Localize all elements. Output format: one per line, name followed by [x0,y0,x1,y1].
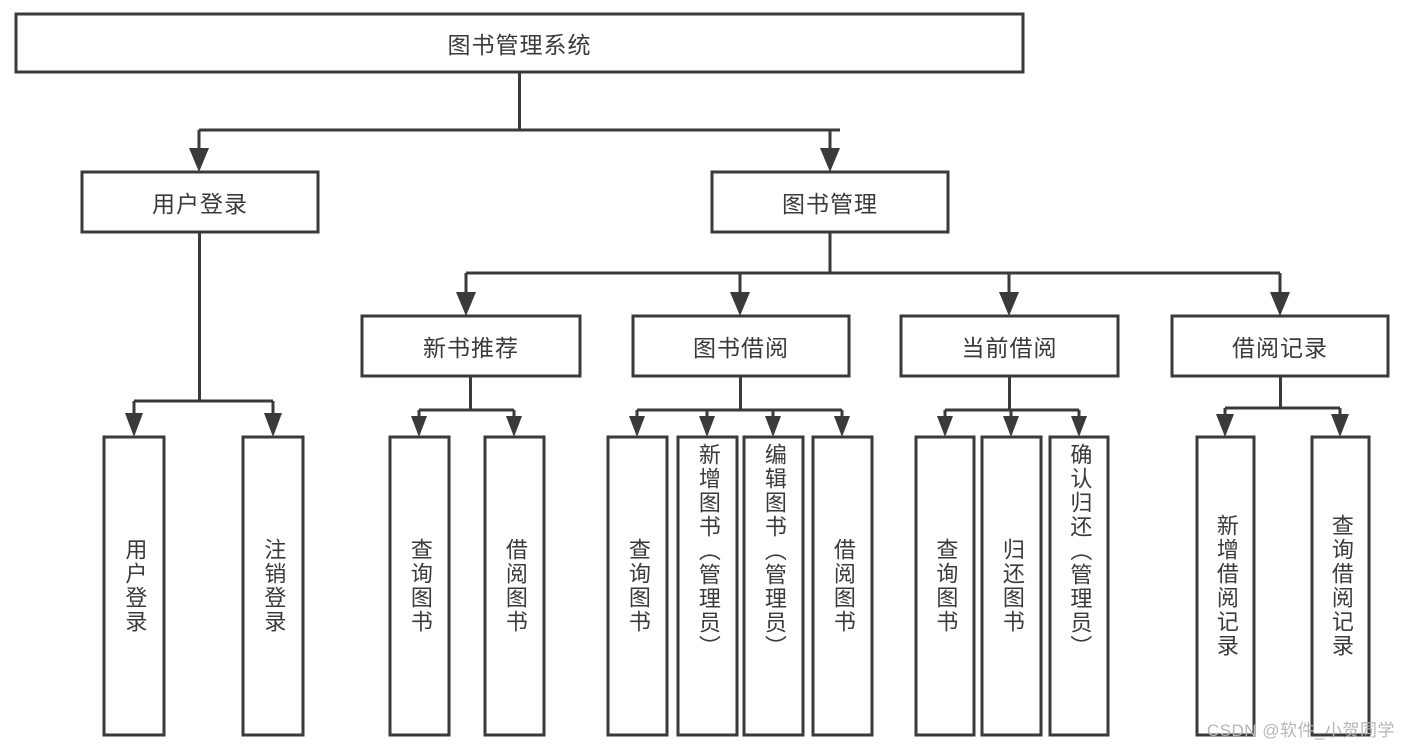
arrow-head-leaf-query-book-1 [411,416,427,437]
arrow-head-new-book-recommend [456,292,476,316]
node-box-leaf-add-record[interactable] [1195,435,1256,737]
node-box-user-login[interactable] [80,170,320,234]
connector-group-current-borrow [937,376,1087,437]
arrow-head-leaf-add-record [1216,414,1234,437]
node-box-current-borrow[interactable] [899,314,1120,378]
arrow-head-leaf-edit-book [765,416,781,437]
arrow-head-user-login [189,148,209,172]
node-box-leaf-return-book[interactable] [980,435,1043,737]
arrow-head-current-borrow [999,292,1019,316]
node-box-leaf-query-record[interactable] [1310,435,1371,737]
node-box-leaf-borrow-book-1[interactable] [483,435,546,737]
node-box-leaf-confirm-return[interactable] [1048,435,1110,737]
node-box-leaf-query-book-2[interactable] [606,435,669,737]
connector-group-book-manage [456,232,1290,316]
node-box-leaf-edit-book[interactable] [742,435,805,737]
node-box-book-manage[interactable] [710,170,950,234]
arrow-head-leaf-query-record [1331,414,1349,437]
node-box-leaf-add-book[interactable] [676,435,739,737]
node-box-borrow-record[interactable] [1170,314,1390,378]
node-box-leaf-user-login[interactable] [102,435,166,737]
connector-group-root [189,72,840,172]
connector-group-book-borrow [629,376,850,437]
arrow-head-leaf-borrow-book-1 [506,416,522,437]
node-box-leaf-query-book-1[interactable] [388,435,451,737]
arrow-head-book-manage [820,148,840,172]
arrow-head-book-borrow [730,292,750,316]
arrow-head-leaf-add-book [699,416,715,437]
arrow-head-borrow-record [1270,292,1290,316]
connector-group-new-book-recommend [411,376,522,437]
arrow-head-leaf-confirm-return [1071,416,1087,437]
arrow-head-leaf-user-login [125,413,143,437]
node-box-root[interactable] [14,12,1025,74]
node-box-book-borrow[interactable] [631,314,851,378]
arrow-head-leaf-query-book-3 [937,416,953,437]
connector-group-user-login [125,232,282,437]
node-box-leaf-borrow-book-2[interactable] [811,435,874,737]
csdn-watermark: CSDN @软件_小贺同学 [1206,721,1395,740]
node-box-leaf-logout[interactable] [241,435,305,737]
node-box-leaf-query-book-3[interactable] [914,435,976,737]
node-box-new-book-recommend[interactable] [360,314,582,378]
arrow-head-leaf-logout [264,413,282,437]
arrow-head-leaf-return-book [1003,416,1019,437]
connector-group-borrow-record [1216,376,1349,437]
arrow-head-leaf-query-book-2 [629,416,645,437]
arrow-head-leaf-borrow-book-2 [834,416,850,437]
